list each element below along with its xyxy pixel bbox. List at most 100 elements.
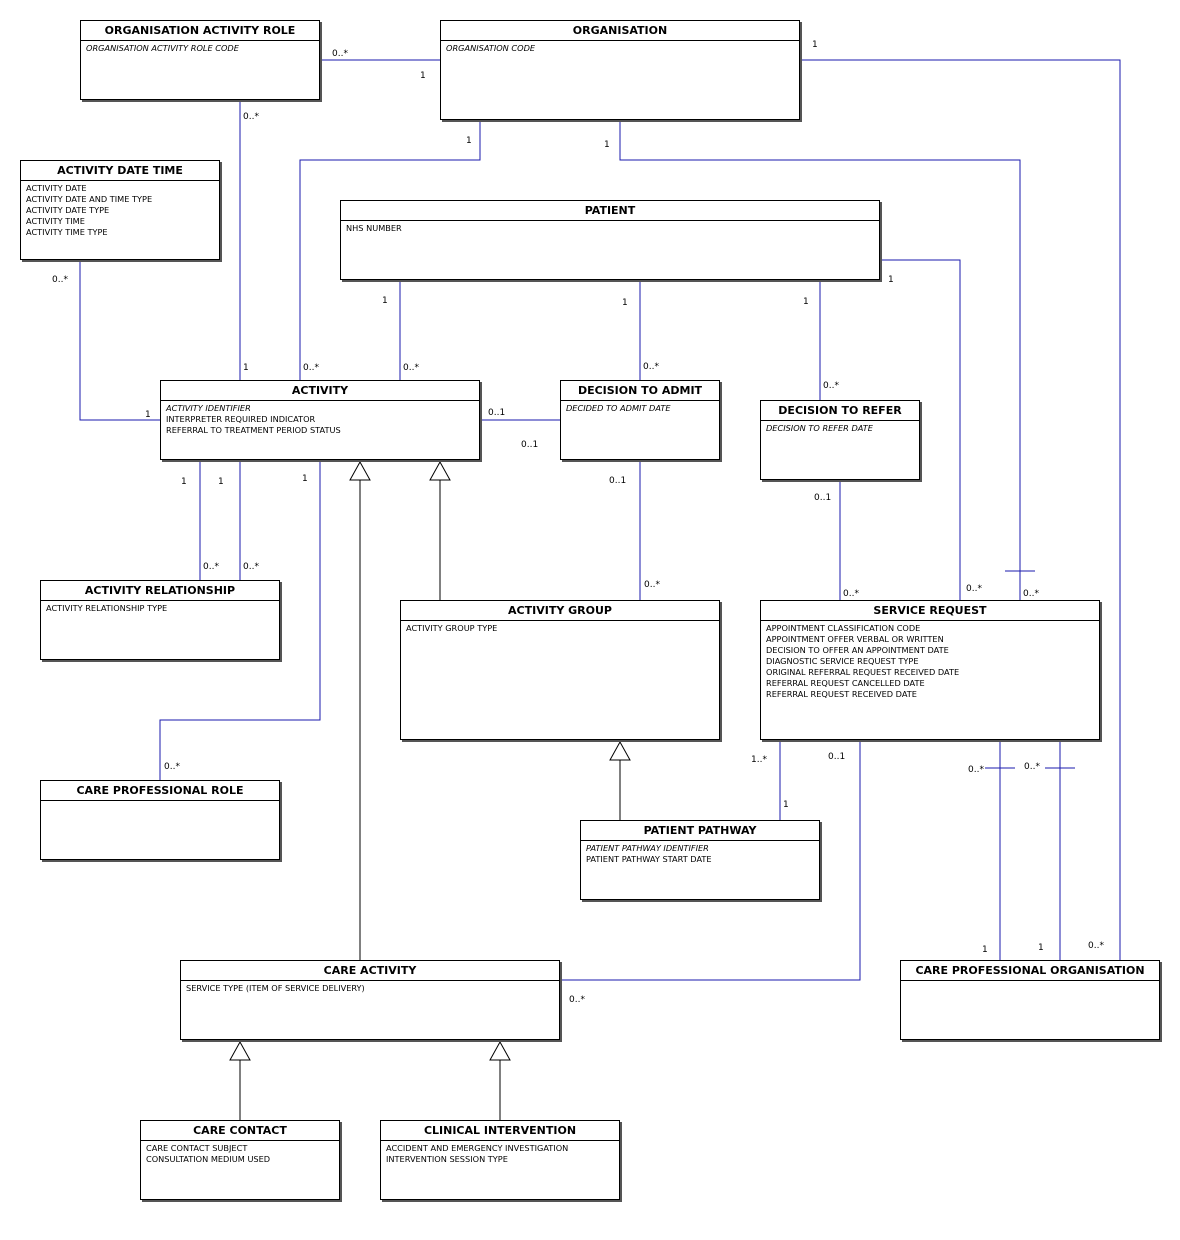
association-line [159, 460, 321, 780]
multiplicity-label: 1 [243, 363, 249, 373]
multiplicity-label: 0..* [1023, 589, 1039, 599]
entity-title: PATIENT PATHWAY [581, 821, 819, 841]
entity-title: ORGANISATION [441, 21, 799, 41]
entity-activity-group[interactable]: ACTIVITY GROUP ACTIVITY GROUP TYPE [400, 600, 720, 740]
attribute: REFERRAL REQUEST RECEIVED DATE [766, 689, 917, 699]
entity-care-professional-role[interactable]: CARE PROFESSIONAL ROLE [40, 780, 280, 860]
generalization-arrow-icon [609, 740, 631, 761]
multiplicity-label: 1 [382, 296, 388, 306]
association-line [79, 260, 160, 421]
entity-title: PATIENT [341, 201, 879, 221]
association-line [560, 740, 861, 981]
entity-title: ACTIVITY DATE TIME [21, 161, 219, 181]
attribute: DIAGNOSTIC SERVICE REQUEST TYPE [766, 656, 919, 666]
multiplicity-label: 1 [302, 474, 308, 484]
attribute: INTERPRETER REQUIRED INDICATOR [166, 414, 316, 424]
multiplicity-label: 0..1 [609, 476, 626, 486]
entity-attributes: ACTIVITY GROUP TYPE [401, 621, 719, 636]
entity-attributes [901, 981, 1159, 985]
attribute: ACTIVITY DATE TYPE [26, 205, 110, 215]
key-attribute: ORGANISATION CODE [446, 43, 536, 53]
entity-title: ACTIVITY GROUP [401, 601, 719, 621]
multiplicity-label: 0..* [164, 762, 180, 772]
entity-title: CARE PROFESSIONAL ORGANISATION [901, 961, 1159, 981]
multiplicity-label: 0..* [1088, 941, 1104, 951]
attribute: ACTIVITY DATE AND TIME TYPE [26, 194, 153, 204]
multiplicity-label: 1 [783, 800, 789, 810]
key-attribute: DECISION TO REFER DATE [766, 423, 873, 433]
multiplicity-label: 0..* [843, 589, 859, 599]
multiplicity-label: 0..1 [814, 493, 831, 503]
attribute: ACTIVITY RELATIONSHIP TYPE [46, 603, 168, 613]
multiplicity-label: 0..* [52, 275, 68, 285]
attribute: NHS NUMBER [346, 223, 402, 233]
association-line [800, 59, 1121, 960]
multiplicity-label: 0..* [569, 995, 585, 1005]
multiplicity-label: 1 [812, 40, 818, 50]
multiplicity-label: 1 [982, 945, 988, 955]
multiplicity-label: 1 [218, 477, 224, 487]
multiplicity-label: 0..* [332, 49, 348, 59]
entity-attributes: ACTIVITY RELATIONSHIP TYPE [41, 601, 279, 616]
association-line [880, 259, 961, 600]
multiplicity-label: 0..1 [828, 752, 845, 762]
multiplicity-label: 0..* [968, 765, 984, 775]
attribute: ACTIVITY TIME [26, 216, 85, 226]
multiplicity-label: 1 [420, 71, 426, 81]
multiplicity-label: 0..* [303, 363, 319, 373]
generalization-arrow-icon [349, 460, 371, 481]
entity-care-professional-organisation[interactable]: CARE PROFESSIONAL ORGANISATION [900, 960, 1160, 1040]
attribute: ACTIVITY TIME TYPE [26, 227, 108, 237]
key-attribute: ORGANISATION ACTIVITY ROLE CODE [86, 43, 239, 53]
key-attribute: DECIDED TO ADMIT DATE [566, 403, 671, 413]
key-attribute: ACTIVITY IDENTIFIER [166, 403, 251, 413]
multiplicity-label: 0..* [243, 112, 259, 122]
entity-title: DECISION TO REFER [761, 401, 919, 421]
multiplicity-label: 1..* [751, 755, 767, 765]
entity-attributes: DECISION TO REFER DATE [761, 421, 919, 436]
generalization-arrow-icon [489, 1040, 511, 1061]
entity-attributes: ORGANISATION ACTIVITY ROLE CODE [81, 41, 319, 56]
attribute: CONSULTATION MEDIUM USED [146, 1154, 271, 1164]
entity-title: CLINICAL INTERVENTION [381, 1121, 619, 1141]
multiplicity-label: 1 [1038, 943, 1044, 953]
multiplicity-label: 0..1 [488, 408, 505, 418]
attribute: ACCIDENT AND EMERGENCY INVESTIGATION [386, 1143, 569, 1153]
attribute: ACTIVITY GROUP TYPE [406, 623, 498, 633]
attribute: ACTIVITY DATE [26, 183, 87, 193]
attribute: INTERVENTION SESSION TYPE [386, 1154, 508, 1164]
generalization-arrow-icon [429, 460, 451, 481]
attribute: REFERRAL TO TREATMENT PERIOD STATUS [166, 425, 341, 435]
entity-attributes: ORGANISATION CODE [441, 41, 799, 56]
entity-organisation[interactable]: ORGANISATION ORGANISATION CODE [440, 20, 800, 120]
attribute: APPOINTMENT CLASSIFICATION CODE [766, 623, 921, 633]
multiplicity-label: 0..* [1024, 762, 1040, 772]
multiplicity-label: 1 [604, 140, 610, 150]
entity-decision-to-refer[interactable]: DECISION TO REFER DECISION TO REFER DATE [760, 400, 920, 480]
multiplicity-label: 0..* [403, 363, 419, 373]
entity-patient[interactable]: PATIENT NHS NUMBER [340, 200, 880, 280]
multiplicity-label: 0..* [644, 580, 660, 590]
entity-title: SERVICE REQUEST [761, 601, 1099, 621]
entity-attributes [41, 801, 279, 805]
entity-attributes: SERVICE TYPE (ITEM OF SERVICE DELIVERY) [181, 981, 559, 996]
multiplicity-label: 1 [145, 410, 151, 420]
attribute: REFERRAL REQUEST CANCELLED DATE [766, 678, 925, 688]
